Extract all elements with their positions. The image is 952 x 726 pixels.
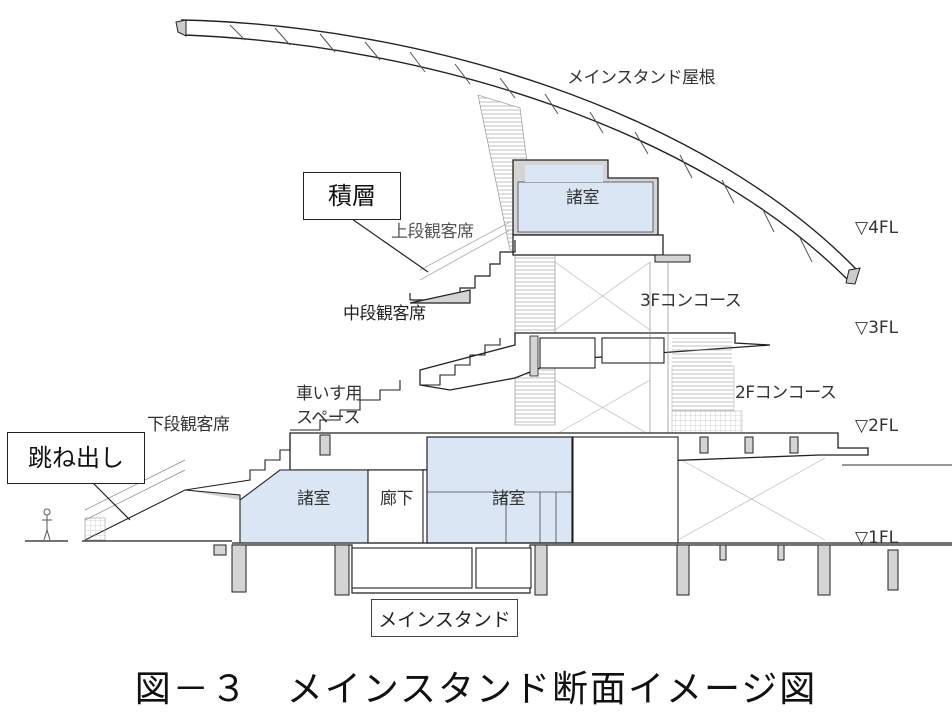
- callout-cantilever: 跳ね出し: [7, 432, 145, 484]
- floor-level-1fl: ▽1FL: [855, 528, 899, 548]
- label-room-center: 諸室: [492, 489, 526, 509]
- stacked-leader-line: [351, 218, 429, 273]
- label-concourse-3f: 3Fコンコース: [640, 291, 742, 311]
- concourse-2f-wall: [671, 365, 735, 412]
- cantilever-leader-line: [91, 481, 131, 521]
- floor-level-4fl: ▽4FL: [855, 218, 899, 238]
- label-wheelchair-line1: 車いす用: [296, 384, 363, 404]
- label-upper-seats: 上段観客席: [391, 222, 474, 242]
- floor-level-3fl: ▽3FL: [855, 318, 899, 338]
- label-concourse-2f: 2Fコンコース: [735, 383, 837, 403]
- ground-floor-rooms: [239, 436, 679, 544]
- upper-seating-tier: [409, 221, 516, 304]
- concourse-2f-grid: [671, 410, 743, 436]
- person-icon: [42, 508, 52, 541]
- frame-lines: [554, 261, 826, 541]
- roof: [175, 19, 861, 285]
- main-stand-label: メインスタンド: [378, 608, 511, 631]
- top-room-block: [512, 159, 691, 263]
- middle-seating-tier: [290, 338, 501, 431]
- callout-cantilever-text: 跳ね出し: [28, 444, 124, 472]
- concourse-3f-screen: [672, 338, 732, 366]
- callout-stacked-text: 積層: [328, 182, 376, 210]
- lower-seating-tier: [84, 440, 291, 541]
- label-wheelchair-line2: スペース: [296, 408, 360, 428]
- floor-level-2fl: ▽2FL: [855, 416, 899, 436]
- figure-caption: 図－３ メインスタンド断面イメージ図: [134, 669, 818, 710]
- label-room-top: 諸室: [566, 188, 600, 208]
- main-stand-label-box: メインスタンド: [371, 599, 518, 637]
- label-middle-seats: 中段観客席: [343, 304, 426, 324]
- label-room-left: 諸室: [297, 489, 331, 509]
- label-corridor: 廊下: [380, 489, 414, 509]
- label-roof: メインスタンド屋根: [567, 68, 716, 88]
- foundation: [213, 544, 952, 596]
- ground-line: [25, 540, 952, 544]
- callout-stacked: 積層: [303, 172, 401, 220]
- label-lower-seats: 下段観客席: [147, 415, 230, 435]
